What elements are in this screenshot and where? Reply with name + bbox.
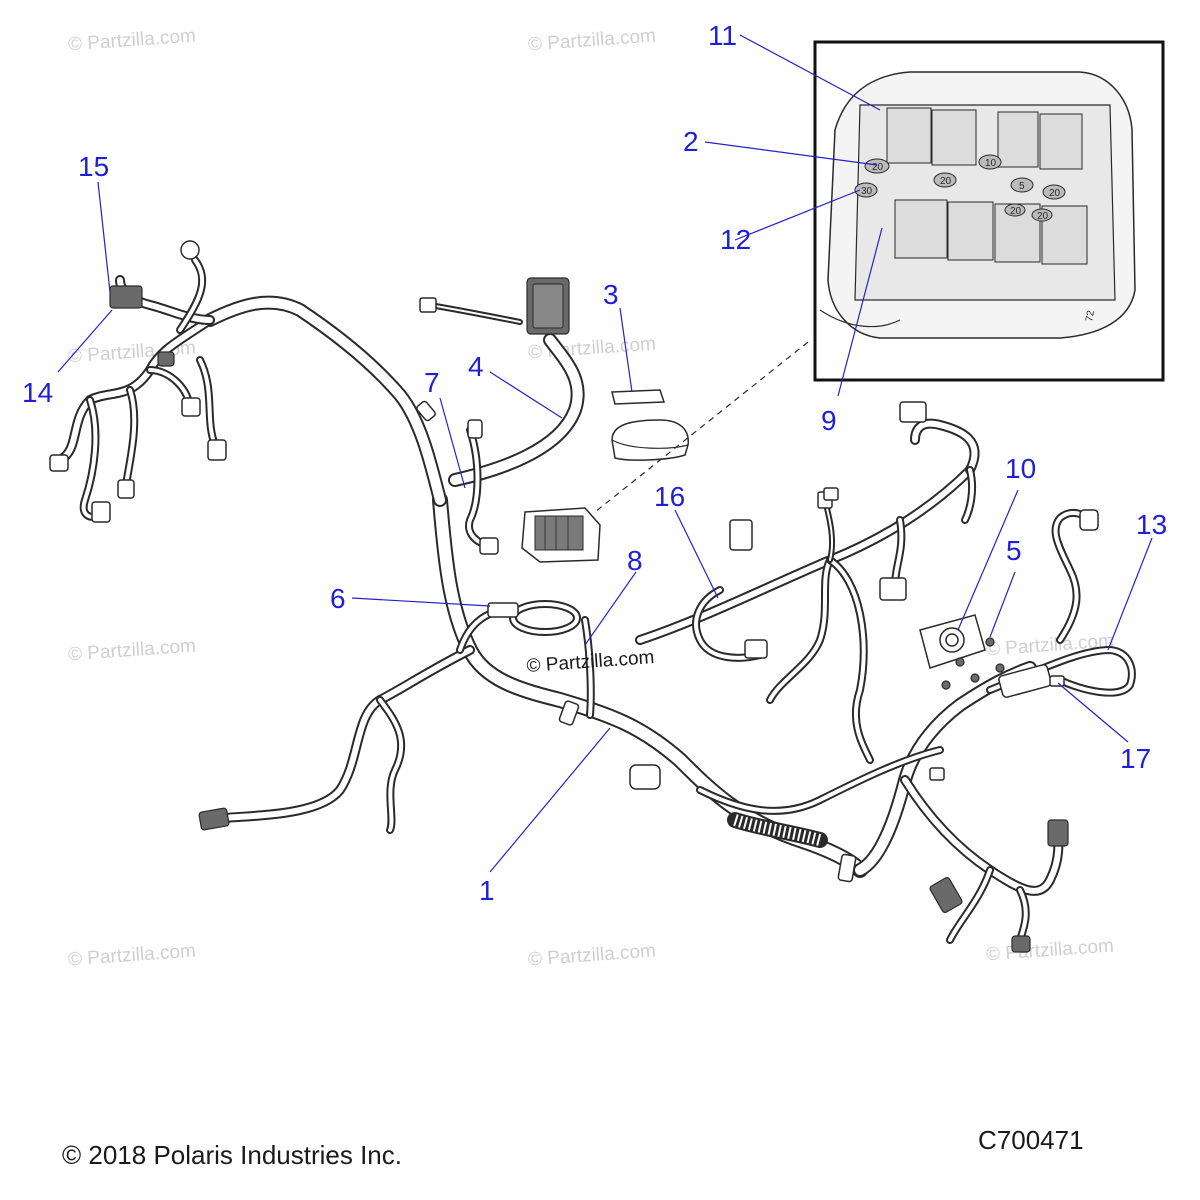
callout-labels: 1 2 3 4 5 6 7 8 9 10 11 12 13 14 15 16 1… (22, 20, 1167, 906)
callout-5: 5 (1006, 535, 1022, 566)
copyright-notice: © 2018 Polaris Industries Inc. (62, 1140, 402, 1170)
fuse-rating: 20 (940, 176, 952, 187)
rear-harness (986, 508, 1136, 698)
fuse-box-cover (611, 389, 689, 461)
screws (941, 637, 1005, 690)
dash-harness-branch (635, 401, 980, 764)
fuse-rating: 5 (1019, 181, 1025, 192)
leader-lines (57, 34, 1153, 873)
callout-4: 4 (468, 351, 484, 382)
fuse-rating: 30 (861, 186, 873, 197)
callout-10: 10 (1005, 453, 1036, 484)
watermark-center: © Partzilla.com (526, 647, 655, 677)
fuse-rating: 20 (1037, 211, 1049, 222)
main-harness (203, 295, 1064, 944)
fuse-box-detail-inset: 20 20 10 5 20 30 20 20 72 (813, 40, 1165, 382)
callout-13: 13 (1136, 509, 1167, 540)
front-harness (49, 240, 227, 523)
callout-16: 16 (654, 481, 685, 512)
callout-15: 15 (78, 151, 109, 182)
callout-1: 1 (479, 875, 495, 906)
fuse-rating: 20 (1049, 188, 1061, 199)
fuse-harness-branch (419, 277, 570, 555)
inset-link-line (594, 341, 809, 513)
callout-2: 2 (683, 126, 699, 157)
figure-code: C700471 (978, 1125, 1084, 1155)
callout-6: 6 (330, 583, 346, 614)
callout-11: 11 (708, 20, 737, 51)
side-mark: 72 (1084, 309, 1097, 322)
callout-8: 8 (627, 545, 643, 576)
callout-14: 14 (22, 377, 53, 408)
misc-connectors (198, 487, 1069, 953)
fuse-rating: 20 (872, 162, 884, 173)
fuse-box (521, 507, 601, 563)
callout-12: 12 (720, 224, 751, 255)
callout-9: 9 (821, 405, 837, 436)
callout-3: 3 (603, 279, 619, 310)
mounting-bracket (919, 614, 986, 669)
fuse-rating: 20 (1010, 206, 1022, 217)
callout-7: 7 (424, 367, 440, 398)
callout-17: 17 (1120, 743, 1151, 774)
fuse-rating: 10 (985, 158, 997, 169)
